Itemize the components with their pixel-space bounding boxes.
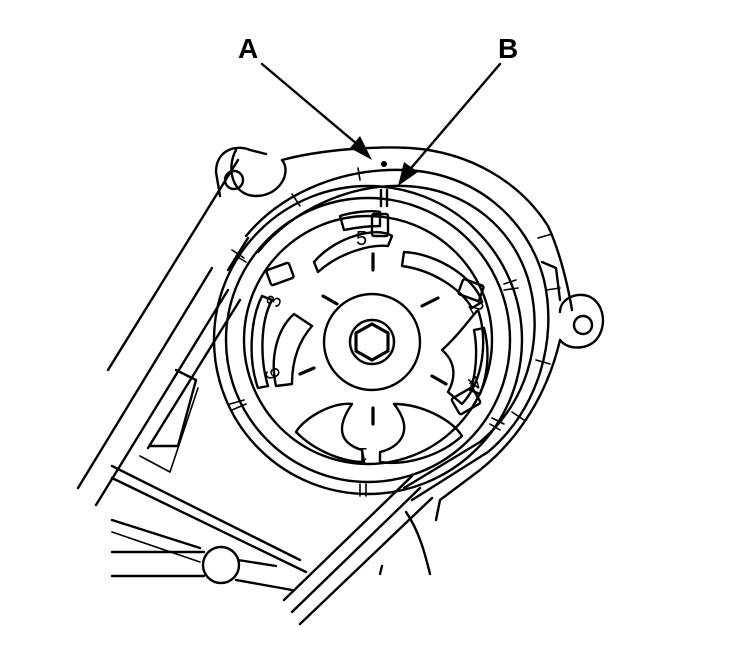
- callout-a-leader: [260, 62, 366, 152]
- cover-bolt-hole-right: [572, 314, 594, 336]
- timing-cover: [214, 146, 605, 576]
- timing-belt-wrap: [244, 167, 561, 502]
- pulley-tab-upper-left: [265, 261, 295, 287]
- callout-b-arrowhead: [398, 162, 418, 186]
- pulley-tab-upper-right: [457, 278, 485, 302]
- lower-bolt-boss: [201, 545, 241, 585]
- pulley-window-1: [312, 231, 394, 274]
- pulley-tab-lower-right: [450, 386, 482, 416]
- pointer-mark-dot: [381, 161, 387, 167]
- pulley-window-5: [294, 402, 366, 464]
- callout-b: B: [398, 33, 518, 186]
- pulley-hub-outer: [322, 292, 422, 392]
- callout-b-leader: [404, 62, 502, 176]
- mark-5: 5: [356, 228, 367, 250]
- camshaft-pulley: [212, 184, 524, 497]
- pulley-inner-rim: [224, 196, 512, 484]
- callout-a-arrowhead: [350, 136, 372, 160]
- pulley-slot-right: [468, 326, 489, 396]
- pulley-window-2: [400, 250, 484, 310]
- engine-block-structure: [76, 158, 308, 592]
- pulley-outer-rim: [212, 184, 524, 496]
- spoke-dash-upper-left: [321, 294, 339, 306]
- pulley-window-6: [272, 312, 314, 388]
- pulley-slot-left: [250, 294, 274, 390]
- pulley-window-4: [378, 402, 464, 464]
- pulley-hub-washer: [348, 318, 396, 366]
- pulley-tab-top: [370, 212, 390, 238]
- spoke-dash-upper-right: [420, 296, 440, 308]
- callout-a-label: A: [238, 33, 258, 64]
- mark-1: 1: [357, 443, 368, 465]
- pulley-window-3: [440, 308, 485, 406]
- spoke-dash-lower-left: [298, 366, 316, 376]
- cover-bolt-hole-left: [223, 169, 245, 191]
- pulley-center-bolt: [354, 322, 390, 362]
- pulley-rim-mark-top: [379, 188, 389, 208]
- pulley-web-edge: [242, 214, 494, 466]
- pulley-slot-top: [338, 210, 382, 232]
- spoke-dash-lower-right: [430, 374, 448, 386]
- mark-3: 3: [262, 292, 286, 310]
- callout-b-label: B: [498, 33, 518, 64]
- callout-a: A: [238, 33, 387, 167]
